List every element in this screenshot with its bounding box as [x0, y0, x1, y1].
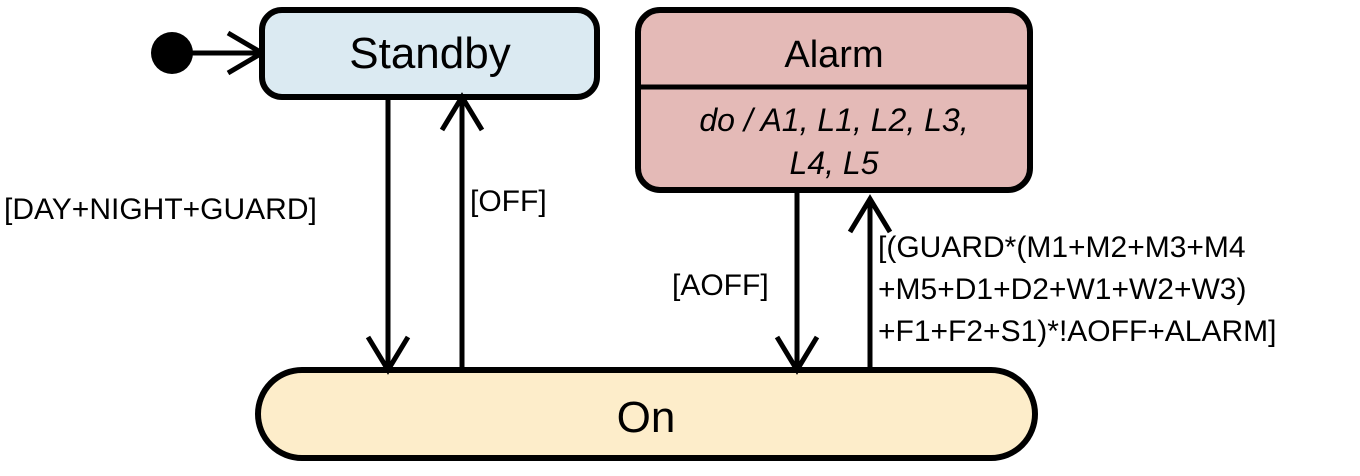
transition-on-to-alarm-label-line2: +M5+D1+D2+W1+W2+W3) — [878, 273, 1246, 306]
initial-pseudostate[interactable] — [151, 30, 267, 76]
state-alarm-activity-line1: do / A1, L1, L2, L3, — [699, 102, 968, 138]
state-alarm[interactable]: Alarm do / A1, L1, L2, L3, L4, L5 — [635, 7, 1033, 193]
transition-standby-to-on-arrowhead — [365, 335, 411, 375]
state-standby[interactable]: Standby — [259, 7, 600, 100]
state-on-label: On — [617, 393, 676, 442]
state-standby-shape[interactable] — [259, 7, 600, 100]
transition-on-to-alarm[interactable]: [(GUARD*(M1+M2+M3+M4 +M5+D1+D2+W1+W2+W3)… — [847, 194, 1276, 370]
state-on[interactable]: On — [255, 367, 1038, 461]
transition-on-to-alarm-label-line3: +F1+F2+S1)*!AOFF+ALARM] — [878, 315, 1276, 348]
state-on-shape[interactable] — [255, 367, 1038, 461]
transition-on-to-alarm-arrowhead — [847, 194, 893, 234]
transition-alarm-to-on[interactable]: [AOFF] — [672, 190, 820, 375]
transition-on-to-standby-label: [OFF] — [470, 185, 547, 218]
state-alarm-shape[interactable] — [635, 7, 1033, 193]
state-alarm-activity-line2: L4, L5 — [790, 145, 879, 181]
state-standby-label: Standby — [349, 29, 510, 78]
transition-on-to-standby-arrowhead — [439, 92, 485, 132]
transition-standby-to-on[interactable]: [DAY+NIGHT+GUARD] — [4, 97, 411, 375]
state-alarm-label: Alarm — [784, 34, 883, 76]
transition-alarm-to-on-label: [AOFF] — [672, 269, 769, 302]
transition-standby-to-on-label: [DAY+NIGHT+GUARD] — [4, 193, 317, 226]
transition-alarm-to-on-arrowhead — [774, 335, 820, 375]
transition-on-to-standby[interactable]: [OFF] — [439, 92, 547, 370]
transition-on-to-alarm-label-line1: [(GUARD*(M1+M2+M3+M4 — [878, 231, 1246, 264]
initial-state-dot[interactable] — [151, 32, 193, 74]
